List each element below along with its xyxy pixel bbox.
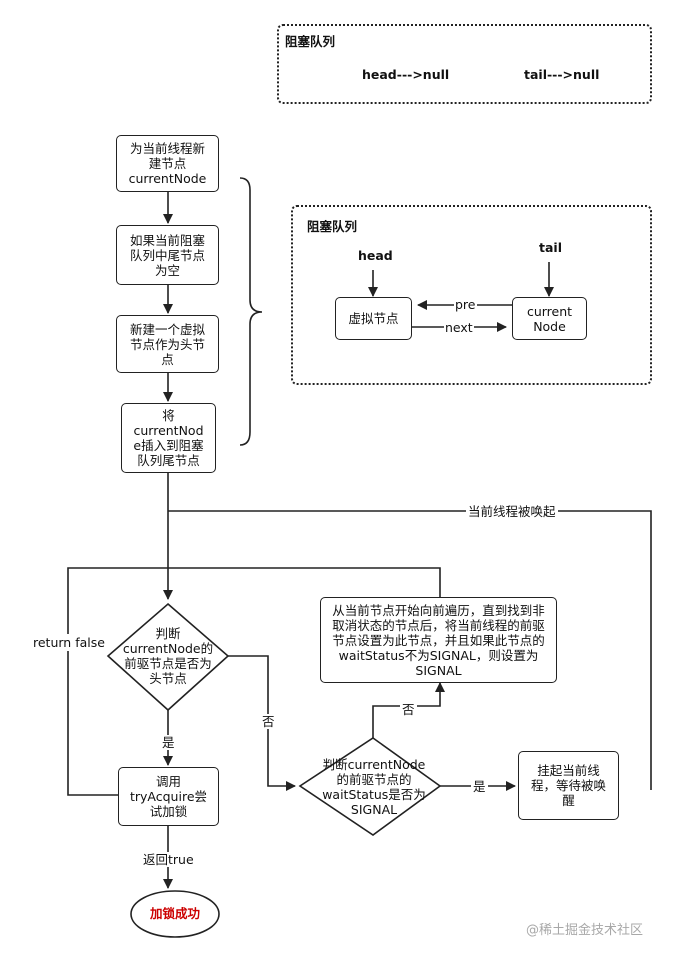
step-park: 挂起当前线 程，等待被唤 醒 xyxy=(518,751,619,820)
step-tail-empty-line3: 为空 xyxy=(154,262,180,278)
step-create-node-line3: currentNode xyxy=(128,171,207,186)
check-head-line4: 头节点 xyxy=(149,671,187,686)
initial-tail-null: tail--->null xyxy=(524,67,600,82)
decision-check-signal xyxy=(298,737,442,836)
step-insert-tail-line1: 将 xyxy=(162,408,175,423)
try-acquire-line2: tryAcquire尝 xyxy=(129,789,208,804)
queue-after-panel: 阻塞队列 xyxy=(291,205,652,385)
edge-label-return-true: 返回true xyxy=(141,852,196,867)
edge-label-return-false: return false xyxy=(31,634,107,651)
step-tail-empty-line1: 如果当前阻塞 xyxy=(129,232,205,248)
check-head-line2: currentNode的 xyxy=(122,641,214,656)
current-node-box: current Node xyxy=(512,297,587,340)
step-tail-empty: 如果当前阻塞 队列中尾节点 为空 xyxy=(116,225,219,285)
initial-queue-panel: 阻塞队列 head--->null tail--->null xyxy=(277,24,652,104)
queue-after-title: 阻塞队列 xyxy=(307,219,358,234)
try-acquire-line1: 调用 xyxy=(155,774,181,789)
dummy-node: 虚拟节点 xyxy=(335,297,412,340)
step-new-dummy-line1: 新建一个虚拟 xyxy=(129,321,205,337)
check-signal-line4: SIGNAL xyxy=(350,802,398,817)
edge-label-yes-signal: 是 xyxy=(471,779,488,794)
grouping-brace xyxy=(239,177,263,446)
step-create-node-line2: 建节点 xyxy=(148,156,187,171)
check-head-line3: 前驱节点是否为 xyxy=(124,656,212,671)
pre-label: pre xyxy=(454,297,477,312)
park-line3: 醒 xyxy=(562,793,575,808)
traverse-line1: 从当前节点开始向前遍历，直到找到非 xyxy=(332,602,545,618)
check-signal-line2: 的前驱节点的 xyxy=(336,772,412,787)
watermark: @稀土掘金技术社区 xyxy=(526,923,644,938)
edge-woken-loop xyxy=(168,510,652,790)
park-line2: 程，等待被唤 xyxy=(530,778,606,793)
current-node-line1: current xyxy=(526,303,573,319)
step-new-dummy: 新建一个虚拟 节点作为头节 点 xyxy=(116,315,219,373)
tail-label: tail xyxy=(539,240,562,255)
step-insert-tail-line2: currentNod xyxy=(133,423,204,438)
traverse-line2: 取消状态的节点后，将当前线程的前驱 xyxy=(332,617,545,633)
check-head-line1: 判断 xyxy=(155,626,181,641)
check-signal-line3: waitStatus是否为 xyxy=(322,787,426,802)
decision-check-signal-text: 判断currentNode 的前驱节点的 waitStatus是否为 SIGNA… xyxy=(306,756,442,818)
step-insert-tail: 将 currentNod e插入到阻塞 队列尾节点 xyxy=(121,403,216,473)
step-create-node-line1: 为当前线程新 xyxy=(129,141,205,156)
step-try-acquire: 调用 tryAcquire尝 试加锁 xyxy=(118,767,219,826)
traverse-line4: waitStatus不为SIGNAL，则设置为 xyxy=(338,647,539,663)
step-traverse: 从当前节点开始向前遍历，直到找到非 取消状态的节点后，将当前线程的前驱 节点设置… xyxy=(320,597,557,683)
dummy-node-label: 虚拟节点 xyxy=(348,311,399,326)
edge-label-no-signal: 否 xyxy=(400,702,417,717)
check-signal-line1: 判断currentNode xyxy=(322,757,426,772)
traverse-line5: SIGNAL xyxy=(415,662,462,678)
edge-label-yes-head: 是 xyxy=(160,735,177,750)
step-tail-empty-line2: 队列中尾节点 xyxy=(129,247,205,263)
step-insert-tail-line4: 队列尾节点 xyxy=(137,453,200,468)
decision-check-head xyxy=(106,602,230,712)
step-new-dummy-line3: 点 xyxy=(161,351,174,367)
step-insert-tail-line3: e插入到阻塞 xyxy=(133,438,204,453)
head-label: head xyxy=(358,248,393,263)
initial-head-null: head--->null xyxy=(362,67,450,82)
next-label: next xyxy=(444,320,474,335)
edge-label-no-head: 否 xyxy=(260,714,277,729)
decision-check-head-text: 判断 currentNode的 前驱节点是否为 头节点 xyxy=(112,624,224,688)
traverse-line3: 节点设置为此节点，并且如果此节点的 xyxy=(332,632,545,648)
try-acquire-line3: 试加锁 xyxy=(149,804,188,819)
terminal-lock-success-shape xyxy=(130,890,220,938)
edge-return-false-loop xyxy=(67,567,441,796)
park-line1: 挂起当前线 xyxy=(537,763,600,778)
current-node-line2: Node xyxy=(533,318,566,334)
edge-label-woken-up: 当前线程被唤起 xyxy=(466,504,558,519)
terminal-lock-success: 加锁成功 xyxy=(149,906,200,921)
step-new-dummy-line2: 节点作为头节 xyxy=(129,336,205,352)
step-create-node: 为当前线程新 建节点 currentNode xyxy=(116,135,219,192)
initial-queue-title: 阻塞队列 xyxy=(285,34,336,49)
